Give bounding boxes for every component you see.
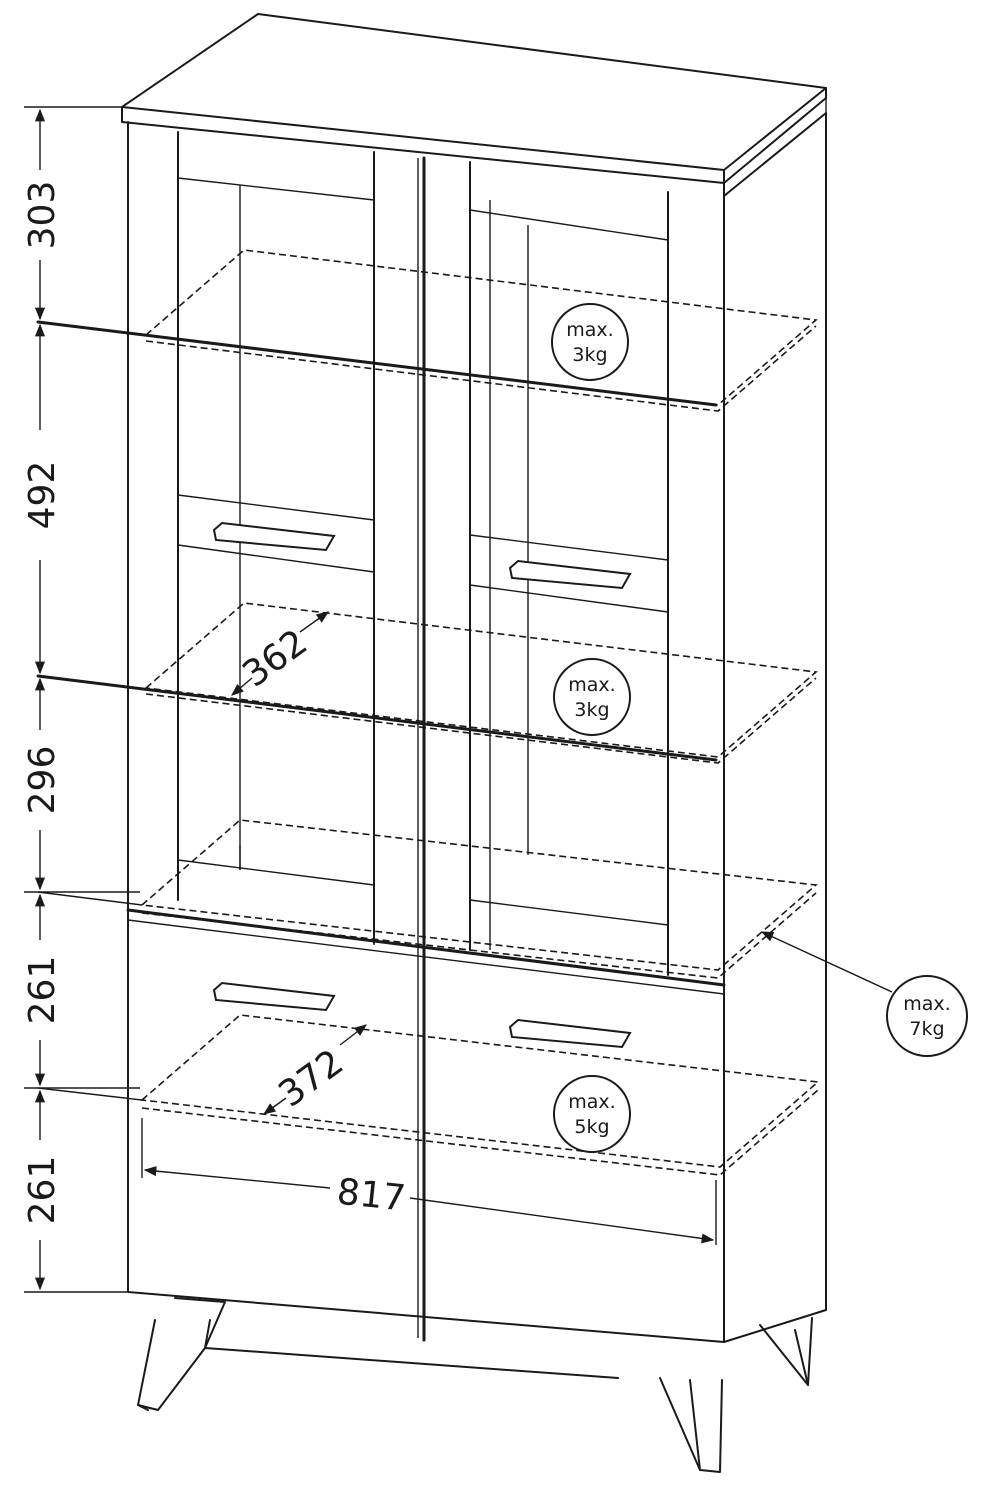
depth-dimension-362	[231, 611, 330, 696]
width-dimension-817	[141, 1118, 717, 1245]
load-label-middle-shelf-line2: 3kg	[574, 699, 609, 721]
load-label-bottom-shelf-line1: max.	[903, 993, 950, 1015]
dim-492-label: 492	[22, 461, 63, 530]
dim-362-label: 362	[235, 622, 315, 696]
dim-261-lower-label: 261	[22, 1156, 63, 1225]
load-label-top-shelf-line1: max.	[566, 319, 613, 341]
shelf-bottom-glass	[37, 819, 818, 979]
cabinet-body	[121, 13, 827, 1343]
load-label-drawer-line1: max.	[568, 1091, 615, 1113]
dim-303-label: 303	[22, 181, 63, 250]
shelf-top	[36, 249, 818, 412]
dim-296-label: 296	[22, 746, 63, 815]
load-label-bottom-shelf-line2: 7kg	[909, 1018, 944, 1040]
depth-dimension-372	[262, 1024, 367, 1115]
load-label-middle-shelf: max. 3kg	[553, 658, 631, 736]
load-label-drawer-line2: 5kg	[574, 1116, 609, 1138]
vertical-dimension-line	[24, 106, 140, 1293]
left-glass-door	[177, 131, 375, 945]
load-label-middle-shelf-line1: max.	[568, 674, 615, 696]
handles	[212, 521, 632, 1049]
shelf-middle	[36, 602, 818, 764]
right-glass-door	[469, 161, 669, 976]
dim-372-label: 372	[271, 1042, 351, 1116]
legs	[137, 1297, 813, 1473]
load-label-bottom-shelf: max. 7kg	[760, 931, 968, 1057]
dim-261-upper-label: 261	[22, 956, 63, 1025]
load-label-drawer: max. 5kg	[553, 1075, 631, 1153]
load-label-top-shelf: max. 3kg	[551, 303, 629, 381]
dim-817-label: 817	[335, 1172, 408, 1220]
drawer-outline	[37, 1014, 820, 1176]
load-label-top-shelf-line2: 3kg	[572, 344, 607, 366]
